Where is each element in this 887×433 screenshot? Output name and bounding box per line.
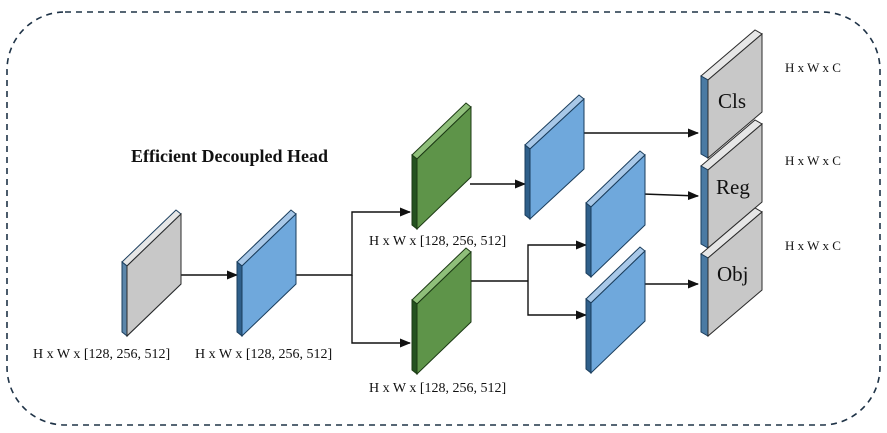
connectors <box>181 128 700 348</box>
lower-branch-shape-label: H x W x [128, 256, 512] <box>369 381 506 396</box>
output-obj <box>700 207 763 338</box>
output-obj-label: Obj <box>717 262 749 286</box>
split-connector <box>295 207 412 276</box>
output-reg <box>700 119 763 250</box>
feature-map-obj-branch <box>585 246 646 375</box>
output-cls-label: Cls <box>718 89 746 113</box>
arrow-reg-blue-to-reg <box>642 191 700 201</box>
obj-shape-label: H x W x C <box>785 238 841 253</box>
feature-map-cls-branch <box>524 94 585 221</box>
reg-shape-label: H x W x C <box>785 153 841 168</box>
lower-split-up <box>527 240 588 281</box>
output-reg-label: Reg <box>716 175 750 199</box>
diagram-title: Efficient Decoupled Head <box>131 146 328 166</box>
upper-branch-shape-label: H x W x [128, 256, 512] <box>369 234 506 249</box>
stem-shape-label: H x W x [128, 256, 512] <box>195 347 332 362</box>
feature-map-lower-green <box>411 247 472 376</box>
feature-map-upper-green <box>411 102 472 231</box>
cls-shape-label: H x W x C <box>785 60 841 75</box>
output-cls <box>700 29 763 160</box>
input-shape-label: H x W x [128, 256, 512] <box>33 347 170 362</box>
feature-map-reg-branch <box>585 150 646 279</box>
feature-map-stem <box>236 209 297 338</box>
lower-branch-connector <box>351 275 412 348</box>
dashed-frame <box>6 11 881 426</box>
lower-split-down <box>527 281 588 320</box>
feature-map-input <box>121 209 182 338</box>
